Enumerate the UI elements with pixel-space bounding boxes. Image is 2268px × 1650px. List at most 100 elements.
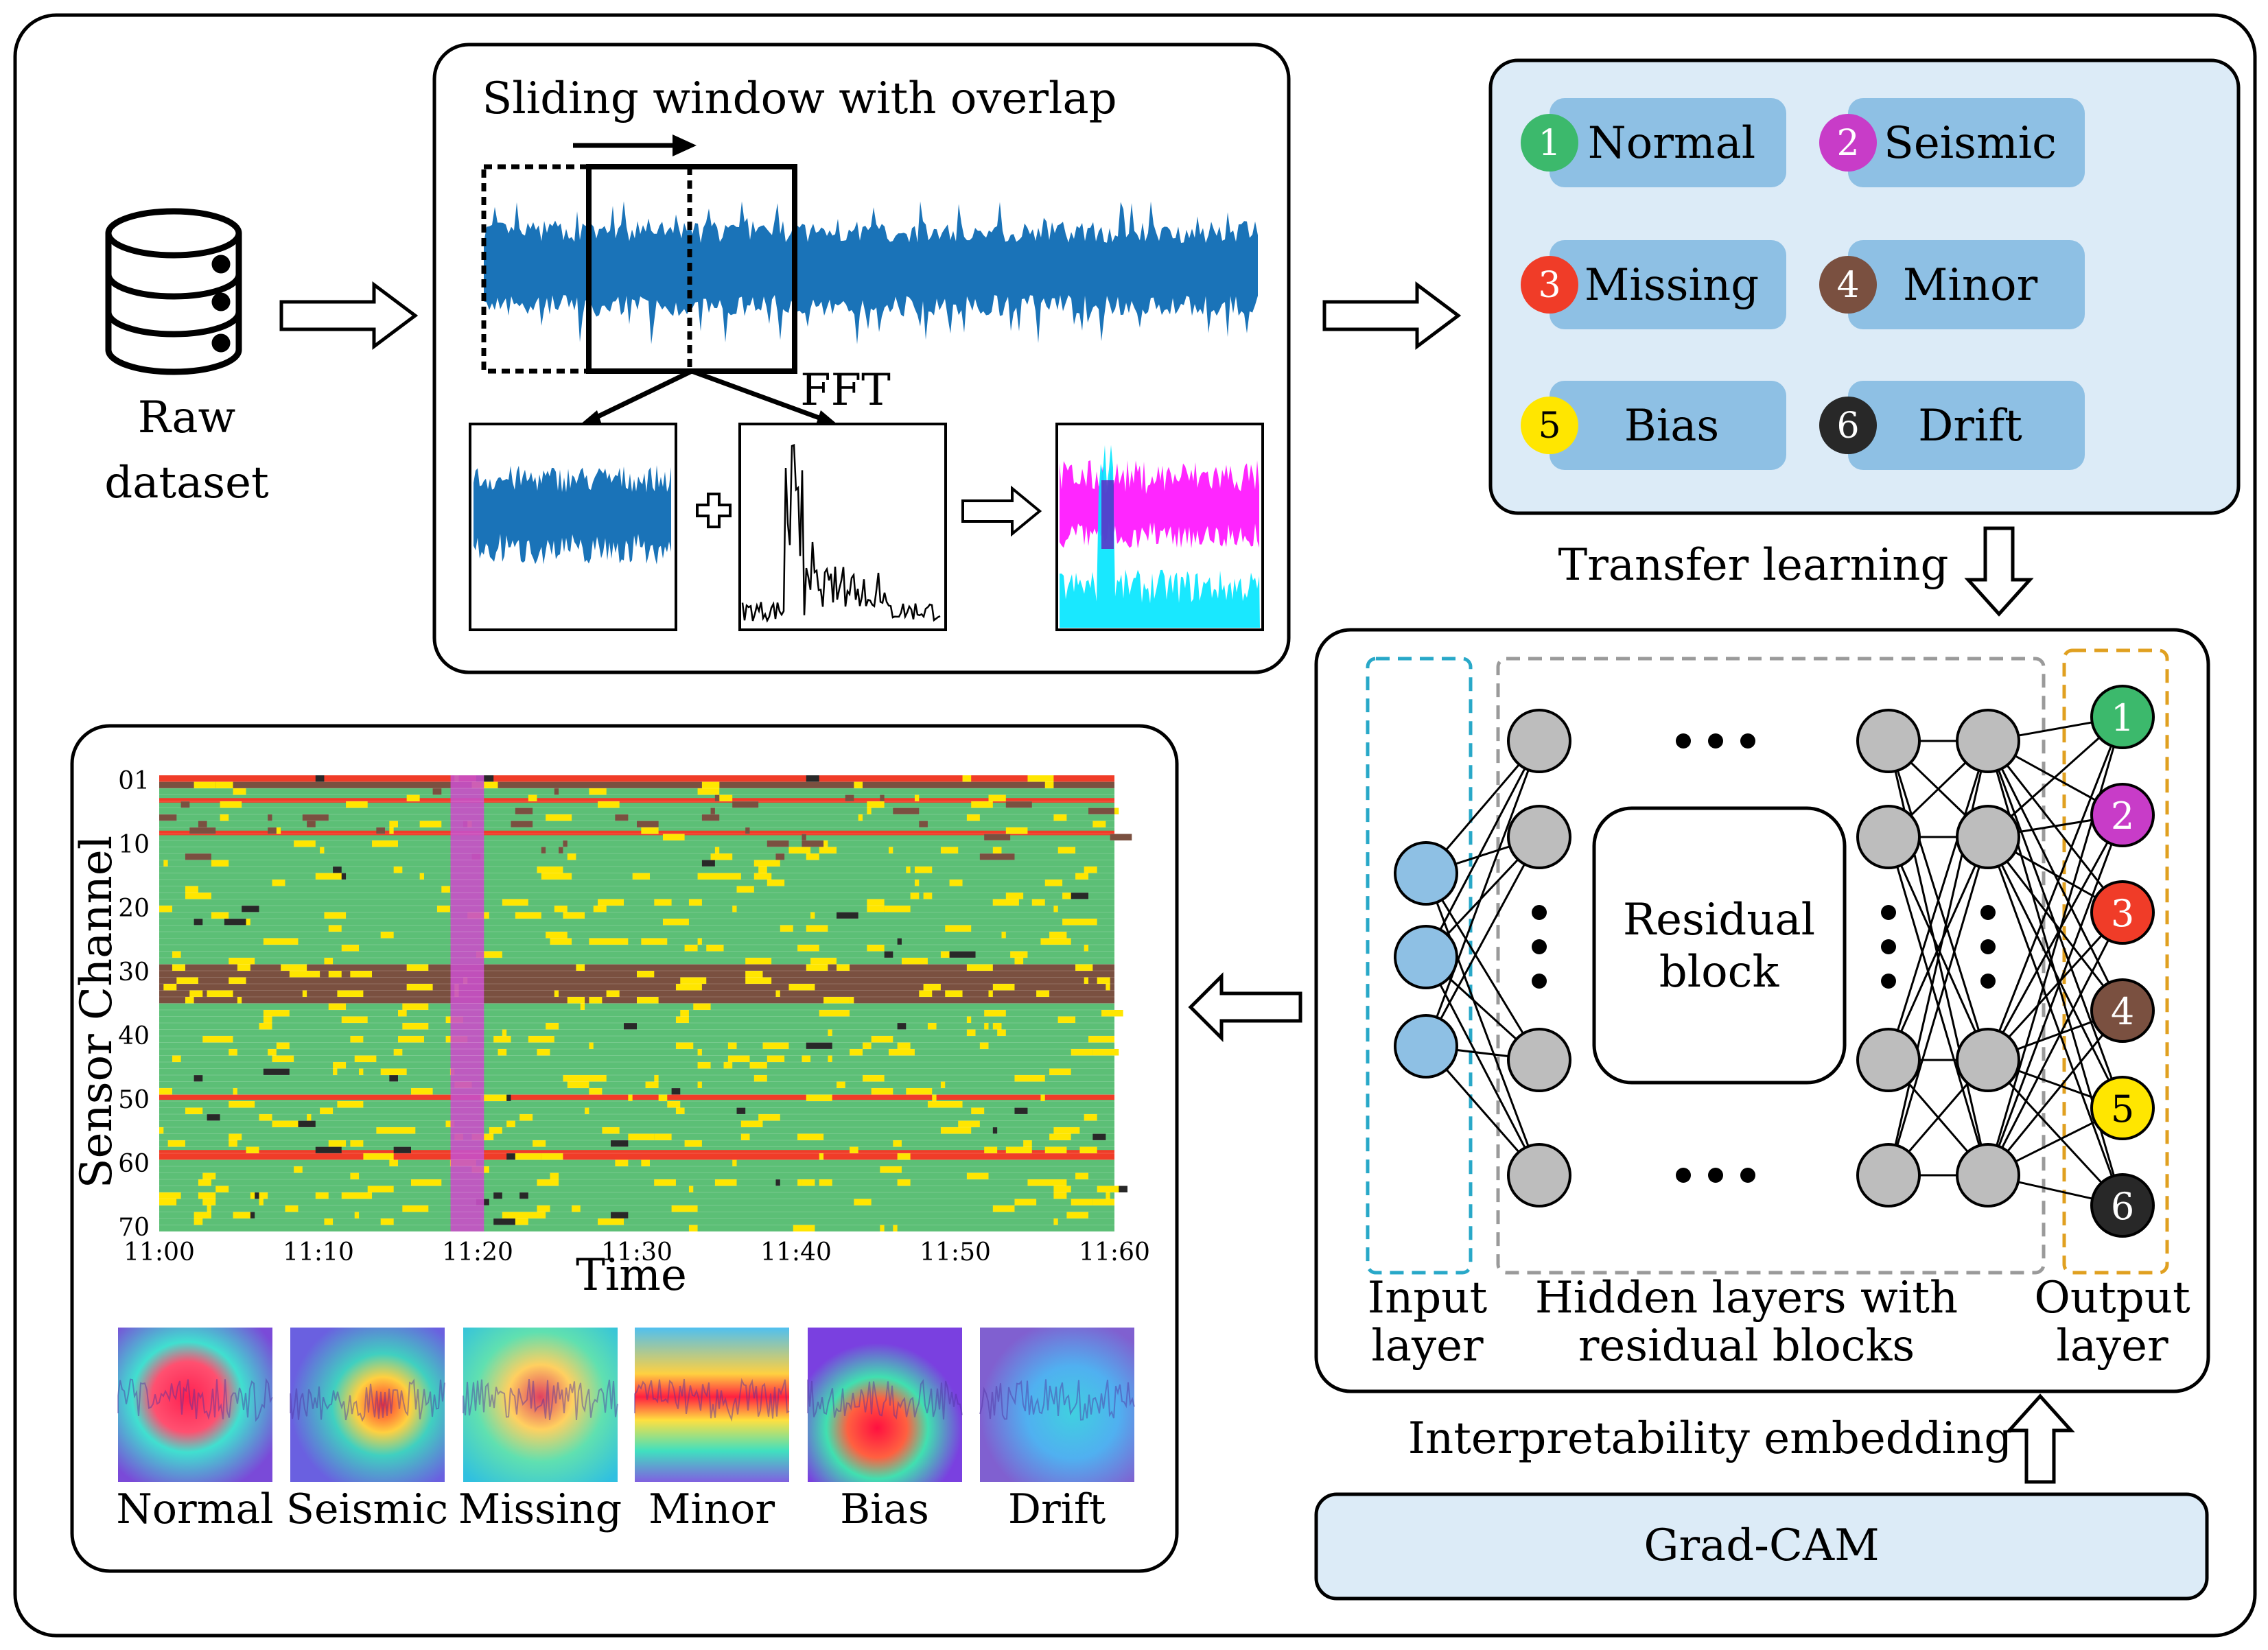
status-cell xyxy=(185,853,211,860)
connection xyxy=(1987,912,2124,1176)
status-cell xyxy=(884,951,893,958)
status-cell xyxy=(940,847,959,853)
status-cell xyxy=(671,1205,698,1212)
status-cell xyxy=(714,847,720,853)
status-cell xyxy=(819,1010,837,1017)
status-cell xyxy=(1036,990,1050,997)
status-cell xyxy=(410,1088,433,1095)
status-cell xyxy=(966,964,993,971)
status-cell xyxy=(793,1225,815,1231)
status-cell xyxy=(714,794,720,801)
status-cell xyxy=(984,834,1011,840)
connection xyxy=(1987,836,2124,1206)
status-cell xyxy=(185,997,194,1004)
status-cell xyxy=(710,808,715,814)
status-cell xyxy=(259,1023,272,1030)
status-cell xyxy=(810,1133,824,1140)
x-tick-label: 11:40 xyxy=(760,1238,832,1266)
status-cell xyxy=(897,1042,911,1049)
status-cell xyxy=(684,1140,702,1147)
x-tick-label: 11:30 xyxy=(601,1238,673,1266)
status-cell xyxy=(207,990,233,997)
status-cell xyxy=(923,893,933,899)
status-cell xyxy=(806,1094,832,1101)
status-cell xyxy=(524,1212,546,1218)
status-cell xyxy=(949,951,976,958)
status-cell xyxy=(1010,951,1028,958)
status-cell xyxy=(263,938,277,945)
status-cell xyxy=(550,1172,559,1179)
status-cell xyxy=(1049,932,1067,939)
status-cell xyxy=(393,1146,411,1153)
output-node-number: 6 xyxy=(2111,1185,2134,1228)
status-cell xyxy=(398,1010,407,1017)
status-cell xyxy=(546,932,568,939)
status-cell xyxy=(1088,808,1114,814)
status-cell xyxy=(363,1153,390,1160)
status-cell xyxy=(819,1153,824,1160)
status-cell xyxy=(806,964,828,971)
status-cell xyxy=(389,1127,416,1134)
status-cell xyxy=(888,847,893,853)
status-cell xyxy=(906,1088,933,1095)
status-cell xyxy=(328,971,342,978)
status-cell xyxy=(229,958,242,965)
status-cell xyxy=(315,873,342,880)
status-cell xyxy=(198,1192,216,1199)
status-cell xyxy=(202,1172,216,1179)
status-cell xyxy=(1097,977,1110,984)
connection xyxy=(1987,836,2124,1109)
fft-spectrum-line xyxy=(741,443,941,623)
status-cell xyxy=(359,1068,364,1075)
output-node-missing xyxy=(2090,880,2155,945)
status-cell xyxy=(971,801,993,808)
status-cell xyxy=(489,1127,502,1134)
status-cell xyxy=(984,1010,1006,1017)
status-cell xyxy=(654,899,672,906)
status-cell xyxy=(979,1042,989,1049)
status-cell xyxy=(667,1101,681,1108)
status-cell xyxy=(341,1016,368,1023)
hidden-node xyxy=(1507,1028,1571,1092)
status-cell xyxy=(988,794,1006,801)
status-cell xyxy=(723,1062,733,1069)
status-cell xyxy=(589,788,607,795)
status-cell xyxy=(688,1225,698,1231)
status-cell xyxy=(476,951,502,958)
status-cell xyxy=(255,1192,259,1199)
missing-band xyxy=(159,798,1114,803)
status-cell xyxy=(389,1075,398,1082)
status-cell xyxy=(1101,1010,1123,1017)
hidden-node xyxy=(1856,805,1921,869)
connection xyxy=(1987,716,2124,1061)
x-tick-label: 11:20 xyxy=(442,1238,513,1266)
status-cell xyxy=(880,1225,885,1231)
status-cell xyxy=(268,814,272,821)
status-cell xyxy=(863,1042,872,1049)
status-cell xyxy=(992,1127,998,1134)
status-cell xyxy=(207,1205,211,1212)
status-cell xyxy=(732,801,759,808)
status-cell xyxy=(884,906,911,912)
signal-overlay xyxy=(634,1378,790,1422)
status-cell xyxy=(850,997,854,1004)
status-cell xyxy=(832,1010,850,1017)
status-cell xyxy=(810,912,815,919)
class-pill-bias xyxy=(1550,381,1786,470)
status-cell xyxy=(220,801,242,808)
status-cell xyxy=(1005,1146,1032,1153)
class-label: Drift xyxy=(1918,401,2022,451)
status-cell xyxy=(263,1010,290,1017)
fused-feature-image xyxy=(1060,445,1260,628)
class-number: 1 xyxy=(1538,123,1560,164)
status-cell xyxy=(333,1068,338,1075)
status-cell xyxy=(294,840,316,847)
status-cell xyxy=(897,1023,907,1030)
status-cell xyxy=(307,1114,312,1121)
status-cell xyxy=(341,1192,360,1199)
status-cell xyxy=(736,1107,746,1114)
status-cell xyxy=(992,1205,1015,1212)
status-cell xyxy=(997,1029,1006,1036)
class-pill-normal xyxy=(1550,98,1786,187)
